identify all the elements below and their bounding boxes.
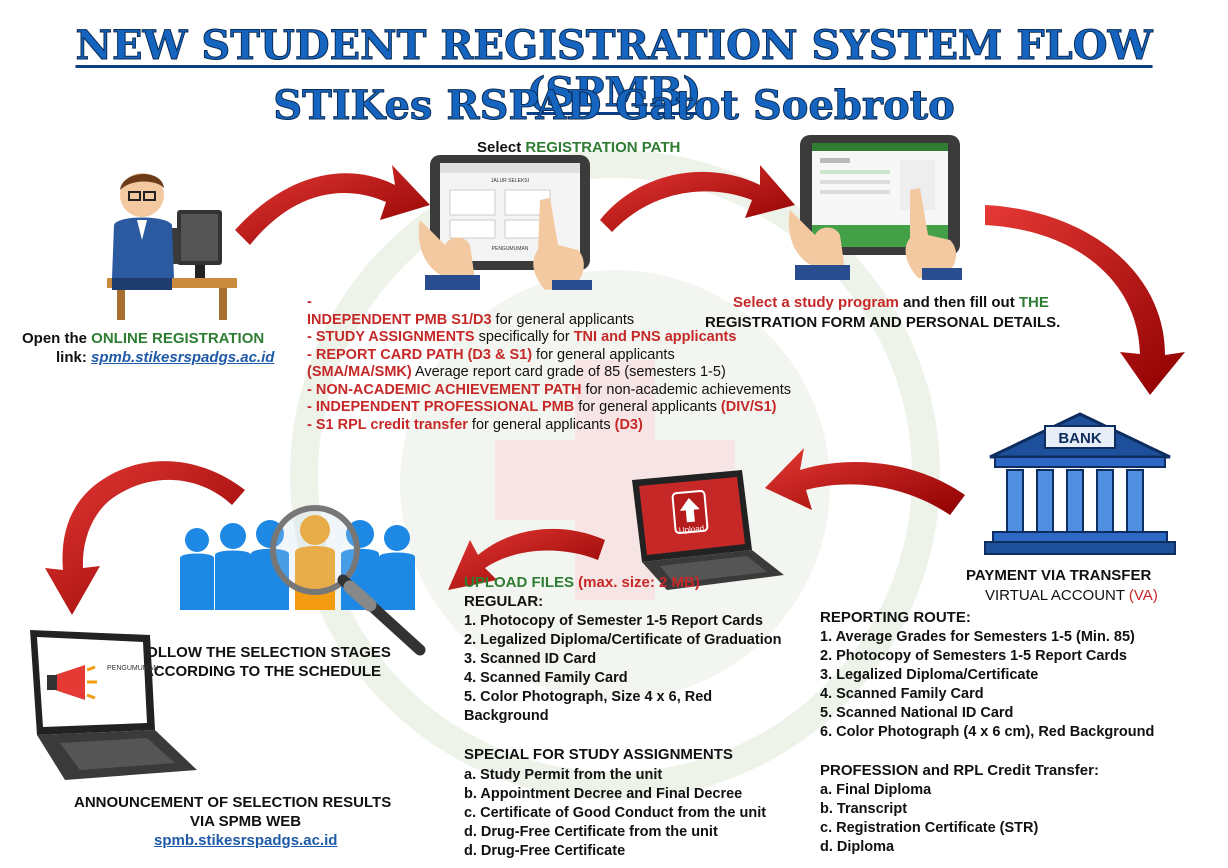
selection-people-illustration [180, 505, 426, 656]
sub-title: STIKes RSPAD Gatot Soebroto [273, 82, 956, 130]
profession-heading: PROFESSION and RPL Credit Transfer: [820, 762, 1099, 779]
path-item-report-card-detail: (SMA/MA/SMK) Average report card grade o… [307, 364, 726, 380]
select-prefix: Select [477, 139, 526, 156]
select-path-heading: Select REGISTRATION PATH [477, 139, 680, 157]
special-item-c: c. Certificate of Good Conduct from the … [464, 805, 767, 821]
regular-requirements-list: 1. Photocopy of Semester 1-5 Report Card… [464, 612, 781, 726]
announcement-laptop-illustration: PENGUMUMAN [30, 630, 197, 780]
select-study-program-label: Select a study program [733, 294, 899, 311]
regular-item-1: 1. Photocopy of Semester 1-5 Report Card… [464, 613, 763, 629]
special-item-d2: d. Drug-Free Certificate [464, 843, 626, 859]
virtual-account-label: VIRTUAL ACCOUNT (VA) [985, 587, 1158, 604]
payment-via-transfer-label: PAYMENT VIA TRANSFER [966, 567, 1152, 584]
arrow-to-selection [448, 528, 605, 590]
open-link-prefix: Open the [22, 330, 92, 347]
path-item-non-academic: - NON-ACADEMIC ACHIEVEMENT PATH for non-… [307, 381, 791, 398]
fill-form-green1: THE [1018, 294, 1049, 311]
bank-icon: BANK [984, 412, 1176, 555]
bank-sign-text: BANK [1058, 430, 1101, 447]
registration-link[interactable]: spmb.stikesrspadgs.ac.id [91, 349, 275, 366]
profession-item-c: c. Registration Certificate (STR) [820, 820, 1039, 836]
path-item-rpl-transfer: - S1 RPL credit transfer for general app… [307, 416, 643, 433]
upload-icon-label: Upload [679, 524, 705, 535]
arrow-to-bank [985, 205, 1185, 395]
fill-form-line1: Select a study program and then fill out… [733, 294, 1049, 312]
step-open-link-text: Open the ONLINE REGISTRATION [22, 330, 264, 348]
special-item-a: a. Study Permit from the unit [464, 767, 663, 783]
tablet1-screen-heading: JALUR SELEKSI [491, 178, 529, 184]
registration-link-line: link: spmb.stikesrspadgs.ac.id [56, 349, 274, 367]
regular-item-5-cont: Background [464, 708, 549, 724]
profession-list: a. Final Diploma b. Transcript c. Regist… [820, 781, 1038, 857]
arrow-to-tablet1 [235, 165, 430, 245]
announcement-link-row: spmb.stikesrspadgs.ac.id [154, 832, 337, 850]
follow-selection-line1: FOLLOW THE SELECTION STAGES [137, 644, 391, 661]
fill-form-mid: and then fill out [898, 294, 1019, 311]
paths-dash: - [307, 294, 312, 310]
arrow-to-announcement [45, 461, 245, 615]
reporting-route-list: 1. Average Grades for Semesters 1-5 (Min… [820, 628, 1154, 742]
profession-item-a: a. Final Diploma [820, 782, 932, 798]
reporting-item-5: 5. Scanned National ID Card [820, 705, 1014, 721]
regular-item-4: 4. Scanned Family Card [464, 670, 628, 686]
tablet-registration-path: JALUR SELEKSI PENGUMUMAN [418, 155, 592, 290]
path-item-report-card: - REPORT CARD PATH (D3 & S1) for general… [307, 346, 675, 363]
reporting-item-4: 4. Scanned Family Card [820, 686, 984, 702]
regular-heading: REGULAR: [464, 593, 544, 610]
profession-item-b: b. Transcript [820, 801, 908, 817]
main-title: NEW STUDENT REGISTRATION SYSTEM FLOW (SP… [75, 22, 1153, 117]
person-at-computer-illustration [107, 173, 237, 320]
regular-item-5: 5. Color Photograph, Size 4 x 6, Red [464, 689, 713, 705]
announcement-laptop-label: PENGUMUMAN [107, 665, 158, 672]
path-item-independent-pmb: INDEPENDENT PMB S1/D3 for general applic… [307, 311, 635, 328]
tablet-registration-form [788, 135, 962, 280]
fill-form-line2: REGISTRATION FORM AND PERSONAL DETAILS. [705, 314, 1061, 331]
announcement-line1: ANNOUNCEMENT OF SELECTION RESULTS [74, 794, 392, 811]
online-registration-label: ONLINE REGISTRATION [91, 330, 265, 347]
special-item-b: b. Appointment Decree and Final Decree [464, 786, 743, 802]
regular-item-3: 3. Scanned ID Card [464, 651, 597, 667]
tablet1-screen-sub: PENGUMUMAN [492, 246, 529, 252]
special-requirements-list: a. Study Permit from the unit b. Appoint… [464, 766, 766, 861]
regular-item-2: 2. Legalized Diploma/Certificate of Grad… [464, 632, 782, 648]
reporting-item-6: 6. Color Photograph (4 x 6 cm), Red Back… [820, 724, 1155, 740]
special-assignments-heading: SPECIAL FOR STUDY ASSIGNMENTS [464, 746, 733, 763]
arrow-to-upload [765, 448, 965, 515]
upload-laptop-illustration: Upload [632, 470, 784, 590]
path-item-study-assignments: - STUDY ASSIGNMENTS specifically for TNI… [307, 329, 737, 345]
follow-selection-line2: ACCORDING TO THE SCHEDULE [143, 663, 382, 680]
reporting-route-heading: REPORTING ROUTE: [820, 609, 971, 626]
reporting-item-2: 2. Photocopy of Semesters 1-5 Report Car… [820, 648, 1127, 664]
arrow-to-tablet2 [600, 165, 795, 232]
registration-paths-list: - INDEPENDENT PMB S1/D3 for general appl… [307, 294, 791, 434]
reporting-item-3: 3. Legalized Diploma/Certificate [820, 667, 1039, 683]
announcement-line2: VIA SPMB WEB [190, 813, 302, 830]
special-item-d: d. Drug-Free Certificate from the unit [464, 824, 718, 840]
reporting-item-1: 1. Average Grades for Semesters 1-5 (Min… [820, 629, 1135, 645]
upload-heading: UPLOAD FILES (max. size: 2 MB) [464, 574, 700, 591]
profession-item-d: d. Diploma [820, 839, 895, 855]
path-item-professional-pmb: - INDEPENDENT PROFESSIONAL PMB for gener… [307, 399, 777, 415]
registration-path-label: REGISTRATION PATH [525, 139, 681, 156]
announcement-link[interactable]: spmb.stikesrspadgs.ac.id [154, 832, 338, 849]
link-label: link: [56, 349, 92, 366]
